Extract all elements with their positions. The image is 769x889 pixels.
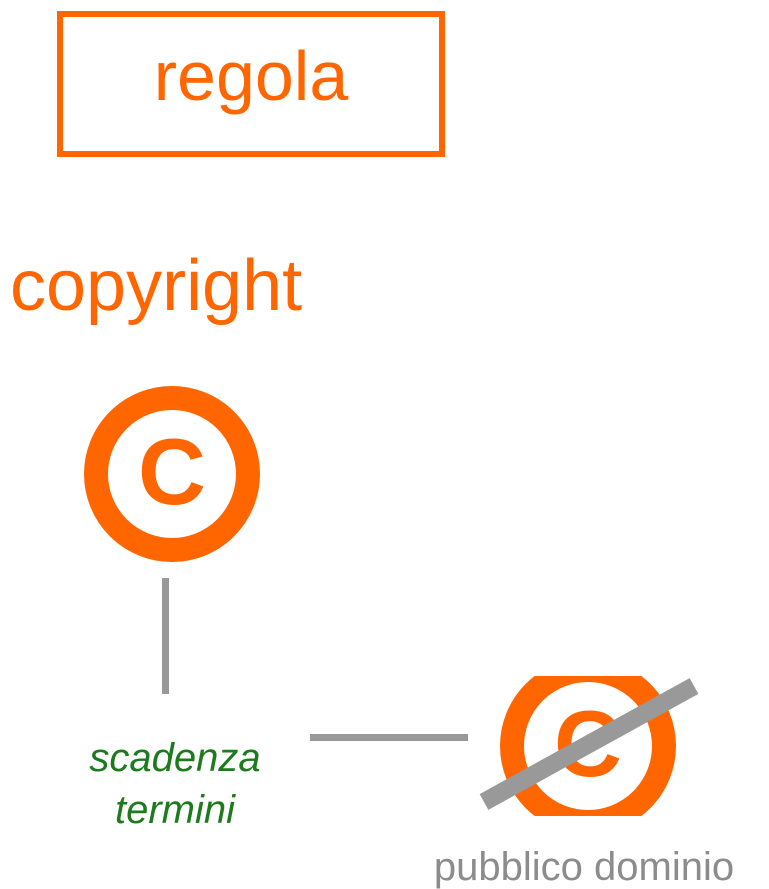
- copyright-ring: [84, 386, 260, 562]
- rule-label: regola: [153, 37, 349, 115]
- expiry-label-line-1: scadenza: [89, 736, 261, 780]
- horizontal-connector: [310, 734, 468, 741]
- strike-through-line: [479, 678, 699, 810]
- rule-box: [57, 11, 445, 157]
- public-domain-ring: [500, 676, 676, 816]
- diagram-title: copyright: [10, 246, 303, 326]
- expiry-label-line-2: termini: [114, 788, 236, 832]
- expiry-label: scadenza termini: [60, 732, 290, 836]
- copyright-icon: C: [84, 386, 260, 562]
- vertical-connector: [162, 578, 169, 694]
- crossed-copyright-icon: C: [479, 676, 699, 816]
- copyright-glyph: C: [138, 419, 206, 524]
- public-domain-label: pubblico dominio: [433, 845, 735, 889]
